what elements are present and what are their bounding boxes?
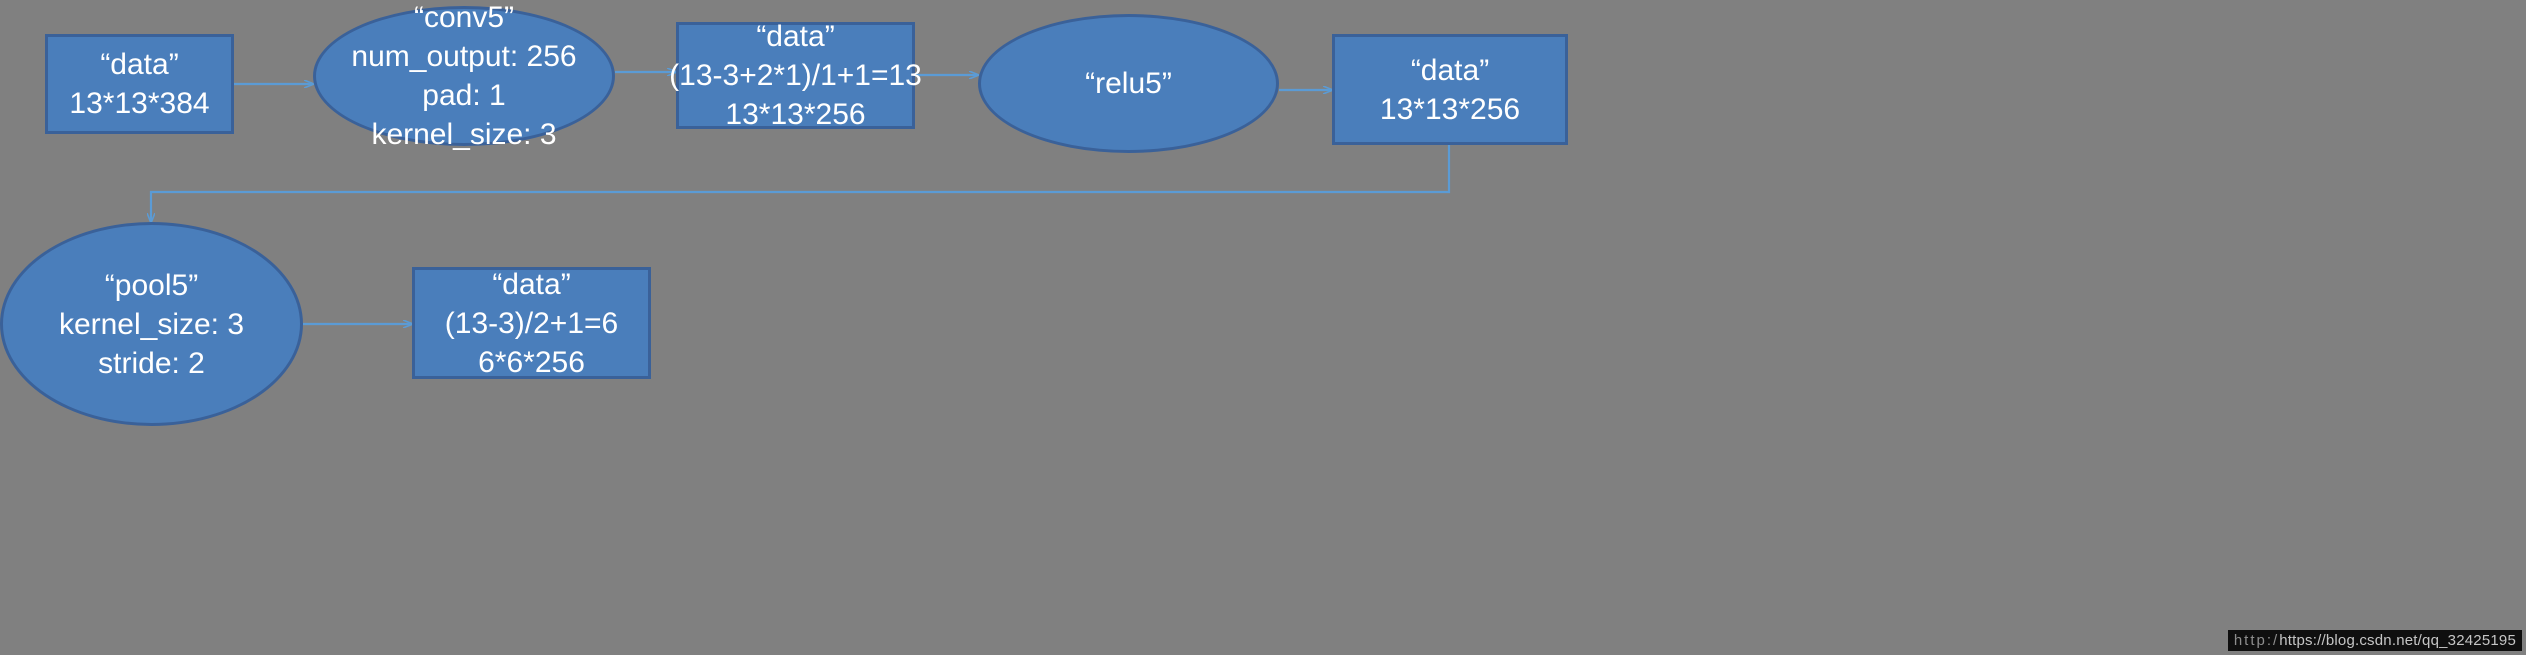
watermark: http:/https://blog.csdn.net/qq_32425195 [2227, 630, 2522, 651]
node-pool5-line-1: kernel_size: 3 [58, 307, 245, 341]
node-data-relu5-out[interactable]: “data” 13*13*256 [1332, 34, 1568, 145]
node-data-conv5-out-line-2: 13*13*256 [725, 98, 866, 131]
node-pool5-line-0: “pool5” [104, 268, 199, 302]
node-data-conv5-out-line-1: (13-3+2*1)/1+1=13 [669, 59, 922, 92]
node-data-conv5-out[interactable]: “data” (13-3+2*1)/1+1=13 13*13*256 [669, 20, 922, 131]
node-data-conv5-out-line-0: “data” [756, 20, 835, 53]
node-data-in-line-1: 13*13*384 [69, 87, 210, 120]
connector-data-relu5-out-to-pool5 [151, 145, 1451, 222]
node-data-relu5-out-line-1: 13*13*256 [1379, 92, 1521, 126]
watermark-ghost-text: http:/ [2233, 632, 2280, 649]
node-conv5-line-0: “conv5” [413, 1, 515, 34]
node-pool5-line-2: stride: 2 [98, 346, 205, 380]
node-pool5[interactable]: “pool5” kernel_size: 3 stride: 2 [0, 222, 303, 426]
node-conv5-line-1: num_output: 256 [351, 40, 577, 73]
node-conv5-line-3: kernel_size: 3 [371, 118, 557, 151]
node-data-in-line-0: “data” [100, 48, 179, 81]
node-data-pool5-out[interactable]: “data” (13-3)/2+1=6 6*6*256 [412, 267, 651, 379]
node-conv5-line-2: pad: 1 [422, 79, 506, 112]
node-data-pool5-out-line-0: “data” [492, 267, 571, 301]
watermark-text: https://blog.csdn.net/qq_32425195 [2279, 632, 2516, 649]
node-data-pool5-out-line-2: 6*6*256 [478, 345, 585, 379]
node-data-in[interactable]: “data” 13*13*384 [45, 34, 234, 134]
node-conv5[interactable]: “conv5” num_output: 256 pad: 1 kernel_si… [313, 1, 615, 151]
node-data-pool5-out-line-1: (13-3)/2+1=6 [444, 306, 619, 340]
node-data-relu5-out-line-0: “data” [1410, 53, 1490, 87]
node-relu5-line-0: “relu5” [1085, 67, 1172, 100]
node-relu5[interactable]: “relu5” [978, 14, 1279, 153]
